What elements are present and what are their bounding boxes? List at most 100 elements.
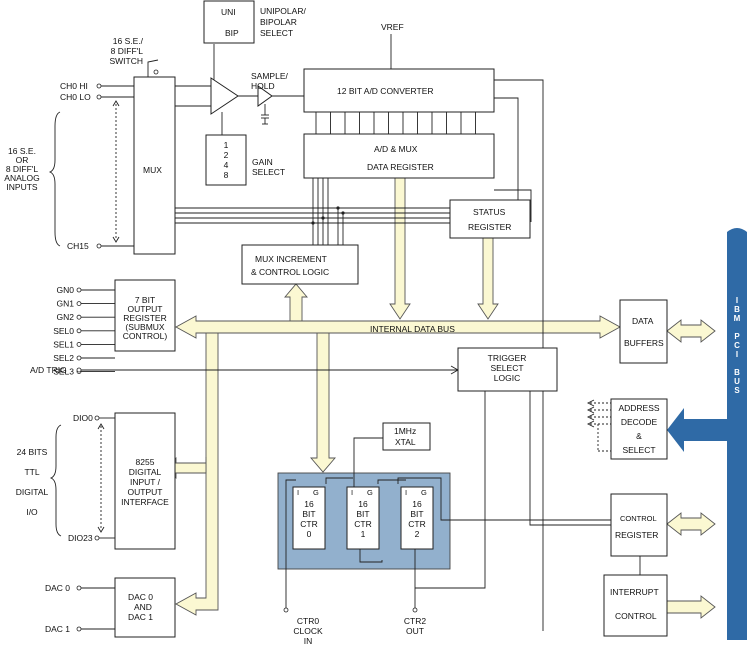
ctr0-clock-line-2: IN xyxy=(304,636,313,645)
output-pin xyxy=(76,328,82,334)
switch-label-line-2: SWITCH xyxy=(109,56,143,66)
ibm-bus-letter-9: U xyxy=(734,377,740,386)
counter-input-pin-label: I xyxy=(297,488,299,497)
interrupt-control-label-2: CONTROL xyxy=(615,611,657,621)
output-register-line-0: 7 BIT xyxy=(135,295,155,305)
data-register-block xyxy=(303,133,495,179)
ctr0-clock-line-1: CLOCK xyxy=(293,626,323,636)
ctr0-clock-line-0: CTR0 xyxy=(297,616,319,626)
trigger-logic-line-1: SELECT xyxy=(490,363,523,373)
mux-increment-block xyxy=(241,244,359,285)
mux-increment-label-2: & CONTROL LOGIC xyxy=(251,267,329,277)
gain-value-3: 8 xyxy=(224,170,229,180)
digital-io-brace xyxy=(49,424,62,537)
address-decode-wires xyxy=(586,399,611,452)
data-register-label-2: DATA REGISTER xyxy=(367,162,434,172)
ibm-bus-letter-4: P xyxy=(734,332,740,341)
data-register-bus-arrow xyxy=(389,177,411,320)
adc-data-bit-lines xyxy=(315,112,476,134)
analog-inputs-line-1: OR xyxy=(16,155,29,165)
address-line-arrow xyxy=(586,399,595,407)
address-decode-line-0: ADDRESS xyxy=(618,403,659,413)
data-buffers-label-2: BUFFERS xyxy=(624,338,664,348)
control-register-block xyxy=(610,493,668,557)
ibm-bus-letter-1: B xyxy=(734,305,740,314)
address-line-arrow xyxy=(586,413,595,421)
output-signal-label: SEL1 xyxy=(53,339,74,349)
digital-interface-line-1: DIGITAL xyxy=(129,467,162,477)
analog-inputs-line-4: INPUTS xyxy=(6,182,38,192)
output-register-wires xyxy=(81,289,115,373)
ctr2-out-line-0: CTR2 xyxy=(404,616,426,626)
ch15-pin xyxy=(96,243,102,249)
mux-increment-bus-arrow xyxy=(284,283,308,322)
counter-input-pin-label: I xyxy=(405,488,407,497)
polarity-select-line-0: UNIPOLAR/ xyxy=(260,6,306,16)
output-register-line-3: (SUBMUX xyxy=(125,322,165,332)
counter-label: 16 xyxy=(358,499,368,509)
digital-interface-line-3: OUTPUT xyxy=(128,487,163,497)
control-register-label-2: REGISTER xyxy=(615,530,658,540)
data-register-label-1: A/D & MUX xyxy=(374,144,418,154)
gain-select-box[interactable] xyxy=(205,134,247,186)
counter-label: BIT xyxy=(410,509,423,519)
adc-label: 12 BIT A/D CONVERTER xyxy=(337,86,434,96)
dac0-label: DAC 0 xyxy=(45,583,70,593)
bip-label: BIP xyxy=(225,28,239,38)
ibm-bus-letter-8: B xyxy=(734,368,740,377)
vref-label: VREF xyxy=(381,22,404,32)
data-buffers-block xyxy=(619,299,668,364)
switch-label-line-1: 8 DIFF'L xyxy=(111,46,144,56)
sample-hold-line-1: HOLD xyxy=(251,81,275,91)
output-register-line-4: CONTROL) xyxy=(123,331,168,341)
analog-inputs-line-0: 16 S.E. xyxy=(8,146,36,156)
analog-inputs-brace xyxy=(48,111,61,247)
control-register-label-1: CONTROL xyxy=(620,514,657,523)
polarity-switch-box[interactable] xyxy=(203,0,255,44)
interrupt-control-block xyxy=(603,574,668,637)
dac0-pin xyxy=(76,585,82,591)
ad-trig-label: A/D TRIG xyxy=(30,365,67,375)
xtal-label-1: 1MHz xyxy=(394,426,416,436)
data-buffers-label-1: DATA xyxy=(632,316,654,326)
output-register-line-1: OUTPUT xyxy=(128,304,163,314)
counter-label: BIT xyxy=(356,509,369,519)
adc-block xyxy=(303,68,495,113)
interrupt-control-label-1: INTERRUPT xyxy=(610,587,659,597)
dac-label-1: DAC 0 xyxy=(128,592,153,602)
counter-2 xyxy=(400,486,434,550)
digital-interface-line-2: INPUT / xyxy=(130,477,161,487)
dac-label-2: AND xyxy=(134,602,152,612)
address-line-arrow xyxy=(586,406,595,414)
digital-interface-line-0: 8255 xyxy=(136,457,155,467)
mux-block xyxy=(133,76,176,255)
polarity-select-line-1: BIPOLAR xyxy=(260,17,297,27)
output-signal-label: GN0 xyxy=(57,285,75,295)
output-signal-label: SEL3 xyxy=(53,367,74,377)
counter-label: 16 xyxy=(412,499,422,509)
gain-value-1: 2 xyxy=(224,150,229,160)
output-signal-label: GN2 xyxy=(57,312,75,322)
switch-label-line-0: 16 S.E./ xyxy=(113,36,144,46)
counter-1 xyxy=(346,486,380,550)
dio23-pin xyxy=(94,535,100,541)
dac1-pin xyxy=(76,626,82,632)
counter-label: CTR xyxy=(408,519,425,529)
ibm-bus-letter-0: I xyxy=(736,296,738,305)
uni-label: UNI xyxy=(221,7,236,17)
counter-input-pin-label: I xyxy=(351,488,353,497)
counter-label: 16 xyxy=(304,499,314,509)
dio23-label: DIO23 xyxy=(68,533,93,543)
dac-label-3: DAC 1 xyxy=(128,612,153,622)
switch-pin xyxy=(153,69,159,75)
